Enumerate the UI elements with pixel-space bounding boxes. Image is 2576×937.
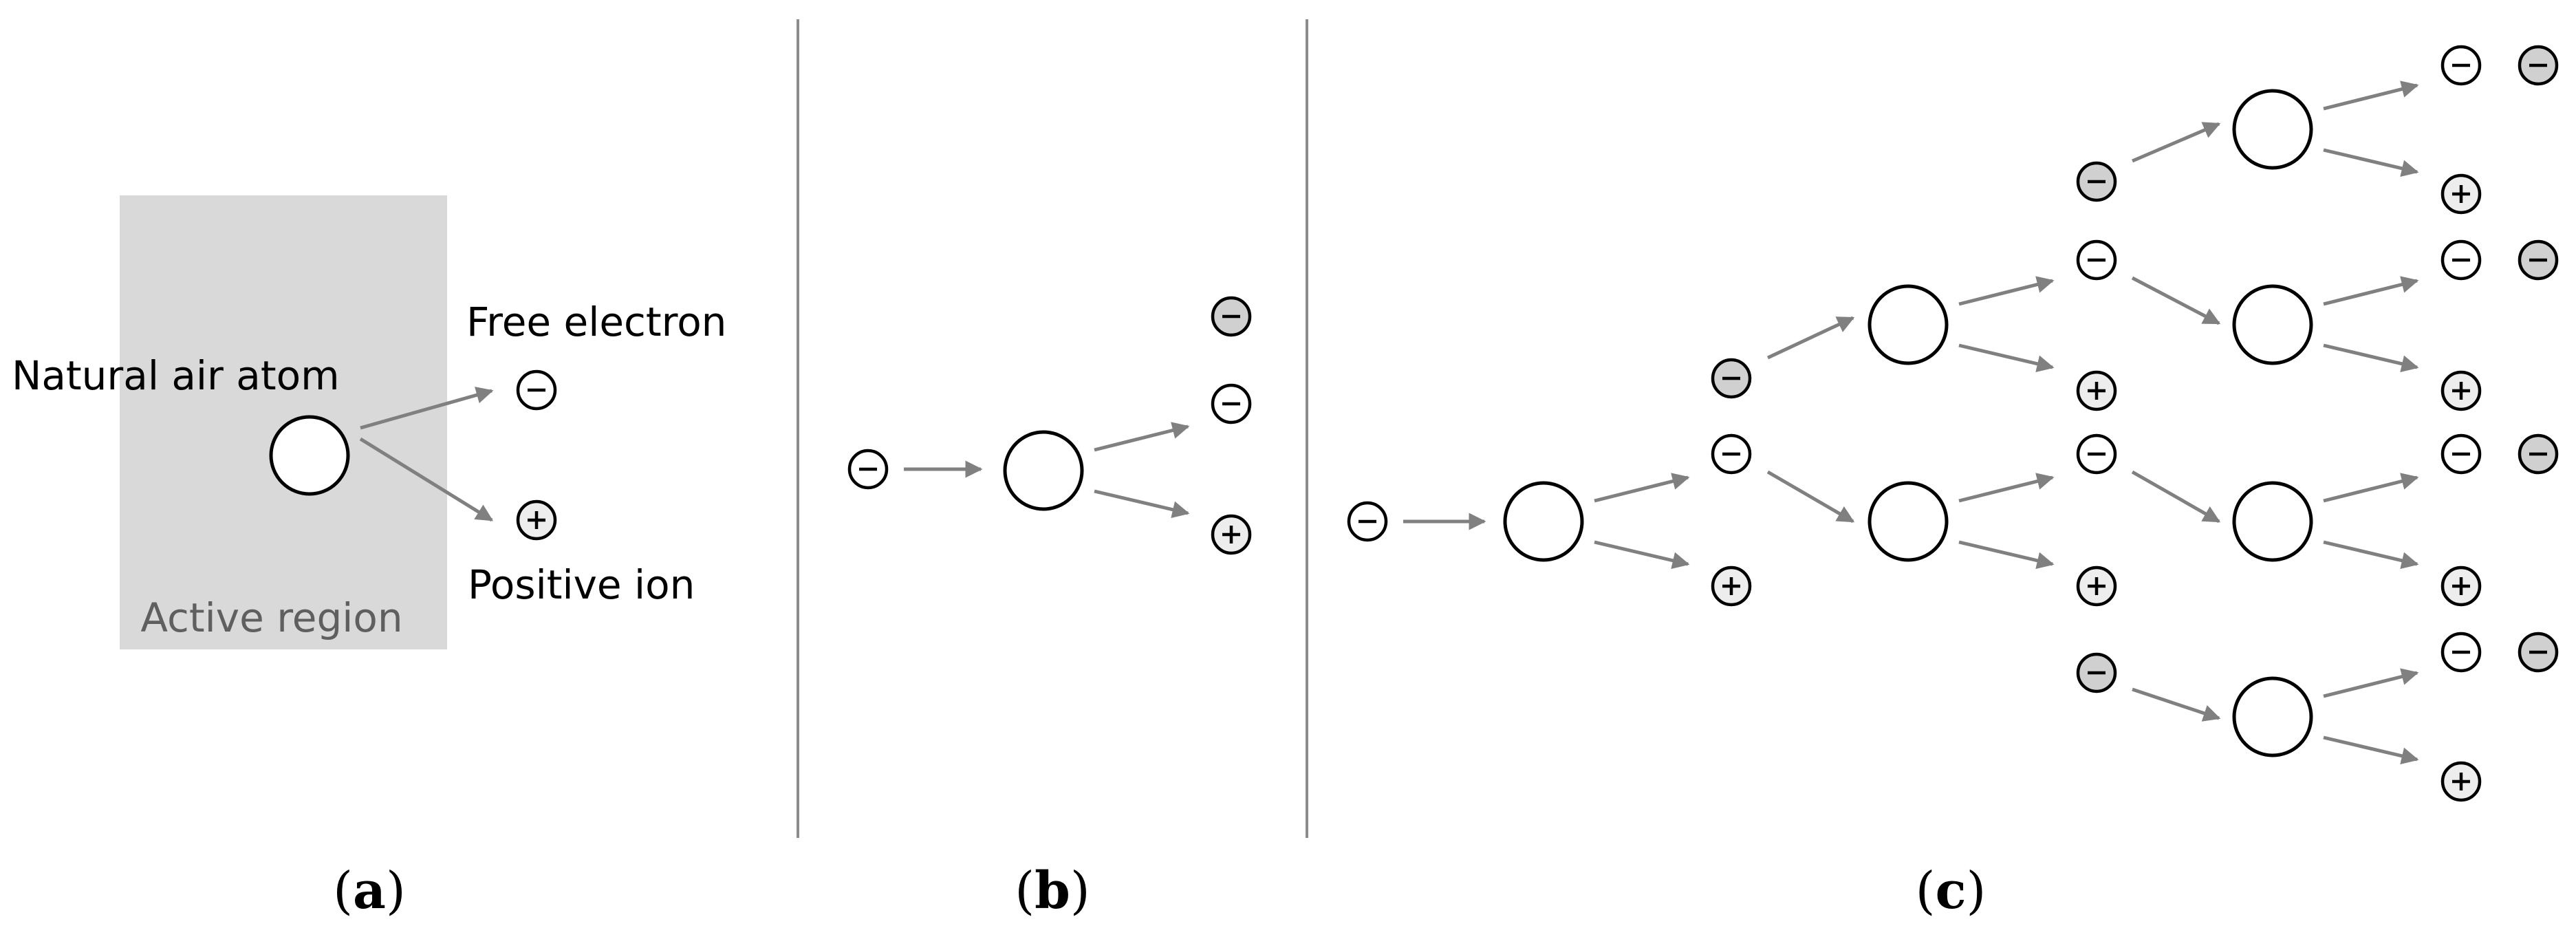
electron [2076, 239, 2117, 281]
free-electron-label: Free electron [466, 299, 726, 345]
arrow [1094, 422, 1190, 452]
arrow [1958, 276, 2055, 306]
arrow [1958, 473, 2055, 503]
air-atom [1868, 284, 1949, 365]
arrow [1958, 343, 2055, 373]
arrow [2131, 470, 2221, 524]
electron [2440, 239, 2482, 281]
air-atom [2232, 89, 2313, 170]
arrow [1594, 540, 1690, 570]
positive-ion [2440, 566, 2482, 607]
panel-c-caption: (c) [1916, 861, 1987, 920]
arrow [2323, 735, 2419, 765]
air-atom [2232, 676, 2313, 757]
arrow [2323, 473, 2419, 503]
arrow [1958, 540, 2055, 570]
electron [2518, 433, 2559, 475]
arrow [1766, 470, 1855, 524]
panel-b-particles [847, 296, 1252, 555]
panel-c-particles [1347, 45, 2559, 802]
air-atom [1868, 481, 1949, 562]
air-atom [2232, 481, 2313, 562]
electron [1711, 358, 1752, 399]
electron [2076, 652, 2117, 693]
electron [1347, 501, 1388, 542]
electron [2440, 45, 2482, 86]
natural-air-atom-label: Natural air atom [12, 352, 340, 399]
positive-ion [2076, 566, 2117, 607]
electron [2518, 632, 2559, 673]
positive-ion [1711, 566, 1752, 607]
panel-a-caption: (a) [333, 861, 406, 920]
electron [847, 449, 889, 490]
positive-ion [2440, 370, 2482, 411]
electron [2518, 239, 2559, 281]
positive-ion [1211, 514, 1252, 555]
arrow [1766, 316, 1855, 360]
arrow [359, 437, 494, 522]
electron [1211, 296, 1252, 337]
arrow [2323, 668, 2419, 698]
arrow [2323, 540, 2419, 570]
arrow [360, 387, 494, 430]
electron [2440, 632, 2482, 673]
arrow [2132, 122, 2221, 163]
panel-c: (c) [1347, 45, 2559, 920]
air-atom [1503, 481, 1584, 562]
active-region [120, 195, 447, 649]
panel-a-particles [269, 369, 557, 541]
positive-ion-label: Positive ion [468, 561, 695, 608]
electron [1211, 383, 1252, 424]
air-atom [269, 415, 350, 496]
arrow [1594, 473, 1690, 503]
arrow [2323, 343, 2419, 373]
arrow [2323, 276, 2419, 306]
electron [2076, 433, 2117, 475]
arrow [2323, 80, 2419, 111]
panel-b-caption: (b) [1015, 861, 1090, 920]
positive-ion [516, 499, 557, 541]
electron [2440, 433, 2482, 475]
electron [516, 369, 557, 411]
arrow [1094, 489, 1190, 519]
positive-ion [2076, 370, 2117, 411]
positive-ion [2440, 173, 2482, 215]
active-region-label: Active region [140, 594, 402, 641]
arrow [2131, 276, 2221, 325]
arrow [2132, 687, 2221, 722]
air-atom [2232, 284, 2313, 365]
arrow [2323, 148, 2419, 177]
panel-b: (b) [847, 296, 1252, 920]
air-atom [1003, 430, 1084, 511]
panel-a: Active region Natural air atom Free elec… [12, 195, 726, 920]
electron [1711, 433, 1752, 475]
electron [2518, 45, 2559, 86]
electron [2076, 161, 2117, 202]
positive-ion [2440, 761, 2482, 802]
